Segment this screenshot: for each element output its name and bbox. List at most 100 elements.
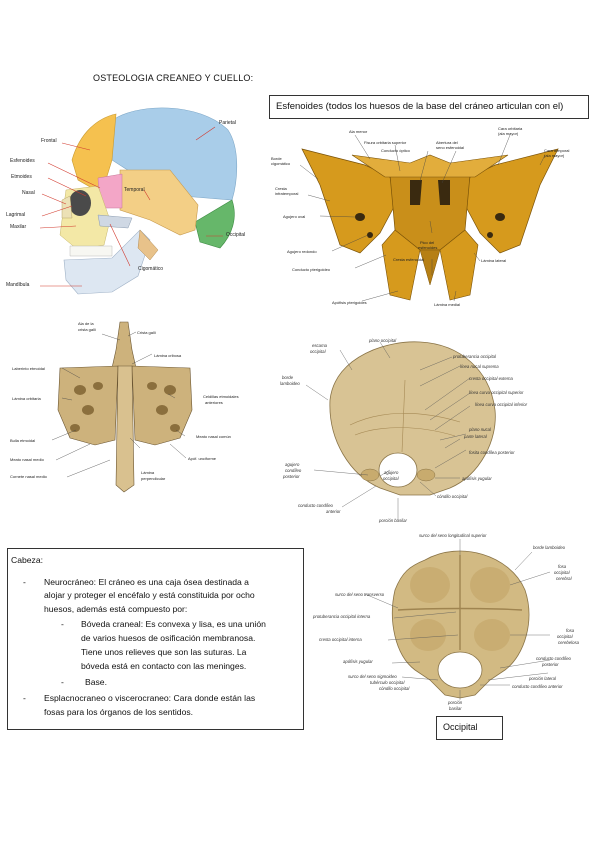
label-protuberancia: protuberancia occipital: [453, 354, 496, 359]
esplacno-line-2: fosas para los órganos de los sentidos.: [44, 707, 194, 717]
label-tuberculo: tubérculo occipital: [370, 680, 405, 685]
label-agujero-redondo: Agujero redondo: [287, 249, 317, 254]
boveda-line-1: Bóveda craneal: Es convexa y lisa, es un…: [81, 619, 266, 629]
neuro-line-3: huesos, además está compuesto por:: [44, 604, 188, 614]
label-ala-crista-1: Ala de la: [78, 321, 94, 326]
label-maxilar: Maxilar: [10, 224, 27, 230]
label-agujero-oval: Agujero oval: [283, 214, 306, 219]
label-nasal: Nasal: [22, 190, 35, 196]
label-cara-temporal-2: (ala mayor): [544, 153, 565, 158]
label-fosa-cerebelosa-3: cerebelosa: [558, 640, 580, 645]
label-fosa-cerebral-3: cerebral: [556, 576, 572, 581]
label-conducto-ant-2: anterior: [326, 509, 341, 514]
label-surco-sigmoideo: surco del seno sigmoideo: [348, 674, 397, 679]
ethmoid-illustration: [51, 321, 193, 493]
label-fosa-cerebral-1: fosa: [558, 564, 567, 569]
label-cresta-interna: cresta occipital interna: [319, 637, 362, 642]
label-apof-unciforme: Apóf. unciforme: [188, 456, 217, 461]
base-line: Base.: [85, 677, 107, 687]
boveda-line-4: bóveda está en contacto con las meninges…: [81, 661, 247, 671]
bullet-dash: -: [23, 693, 26, 703]
boveda-line-2: de varios huesos de osificación membrano…: [81, 633, 256, 643]
label-mandibula: Mandíbula: [6, 282, 30, 288]
neuro-line-2: alojar y proteger el encéfalo y está con…: [44, 590, 255, 600]
occipital-caption-box: Occipital: [436, 716, 503, 740]
label-conducto-optico: Conducto óptico: [381, 148, 410, 153]
label-lagrimal: Lagrimal: [6, 212, 26, 218]
ethmoid-figure: [0, 320, 270, 500]
label-fosa-cerebral-2: occipital: [554, 570, 570, 575]
label-agujero-post-1: agujero: [285, 462, 300, 467]
bullet-dash: -: [23, 577, 26, 587]
label-escama-1: escama: [312, 343, 328, 348]
label-agujero-post-3: posterior: [283, 474, 300, 479]
label-apofisis-yugular-int: apófisis yugular: [343, 659, 373, 664]
neuro-line-1: Neurocráneo: El cráneo es una caja ósea …: [44, 577, 249, 587]
bullet-dash: -: [61, 619, 64, 629]
label-fosa-cerebelosa-2: occipital: [557, 634, 573, 639]
esfenoides-title-box: Esfenoides (todos los huesos de la base …: [269, 95, 589, 119]
occipital-internal-figure: [310, 530, 599, 720]
label-conducto-anterior: conducto condíleo anterior: [512, 684, 563, 689]
label-fisura-orbitaria: Fisura orbitaria superior: [364, 140, 407, 145]
label-agujero-occ-2: occipital: [383, 476, 399, 481]
sphenoid-figure: [270, 125, 590, 315]
label-borde-1: Borde: [271, 156, 282, 161]
cabeza-textbox: Cabeza: - Neurocráneo: El cráneo es una …: [7, 548, 304, 730]
cabeza-heading: Cabeza:: [11, 555, 44, 565]
label-agujero-post-2: condíleo: [285, 468, 302, 473]
label-cigomatico: Cigomático: [138, 266, 164, 272]
label-linea-suprema: línea nucal suprema: [460, 364, 499, 369]
label-porcion-basilar-int-2: basilar: [449, 706, 462, 711]
label-abertura-2: seno esfenoidal: [436, 145, 465, 150]
label-surco-longitudinal: surco del seno longitudinal superior: [419, 533, 487, 538]
label-cresta-1: Cresta: [275, 186, 287, 191]
label-protuberancia-interna: protuberancia occipital interna: [313, 614, 371, 619]
occipital-external-illustration: [305, 341, 496, 520]
skull-illustration: [39, 107, 238, 295]
label-laberinto: Laberinto etmoidal: [12, 366, 45, 371]
label-parietal: Parietal: [219, 120, 236, 126]
occipital-external-figure: [280, 330, 599, 530]
label-borde-lamb-2: lamboideo: [280, 381, 300, 386]
label-cara-orbitaria-2: (ala mayor): [498, 131, 519, 136]
esplacno-line-1: Esplacnocraneo o viscerocraneo: Cara don…: [44, 693, 256, 703]
label-conducto-post-1: conducto condíleo: [536, 656, 571, 661]
label-ala-menor: Ala menor: [349, 129, 368, 134]
label-meato-medio: Meato nasal medio: [10, 457, 44, 462]
label-temporal: Temporal: [124, 187, 145, 193]
label-lamina-perp-2: perpendicular: [141, 476, 166, 481]
label-plano-nucal: plano nucal: [469, 427, 491, 432]
label-celdillas-1: Celdillas etmoidales: [203, 394, 239, 399]
label-pico-2: esfenoides: [418, 245, 438, 250]
label-ala-crista-2: crista galli: [78, 327, 96, 332]
label-meato-comun: Meato nasal común: [196, 434, 231, 439]
label-abertura-1: Abertura del: [436, 140, 458, 145]
bullet-dash: -: [61, 677, 64, 687]
label-escama-2: occipital: [310, 349, 326, 354]
label-conducto-ant-1: conducto condíleo: [298, 503, 333, 508]
label-borde-lamb-1: borde: [282, 375, 293, 380]
label-plano-occipital: plano occipital: [369, 338, 397, 343]
label-conducto-post-2: posterior: [542, 662, 559, 667]
label-lamina-medial: Lámina medial: [434, 302, 461, 307]
label-agujero-occ-1: agujero: [384, 470, 399, 475]
label-apofisis-yugular-ext: apófisis yugular: [462, 476, 492, 481]
label-curva-inferior: línea curva occipital inferior: [475, 402, 528, 407]
label-cara-orbitaria-1: Cara orbitaria: [498, 126, 523, 131]
label-cresta-esfenoidal: Cresta esfenoidal: [393, 257, 425, 262]
label-occipital: Occipital: [226, 232, 246, 238]
label-conducto-pterigoideo: Conducto pterigoideo: [292, 267, 331, 272]
label-lamina-orbitaria: Lámina orbitaria: [12, 396, 41, 401]
label-cara-temporal-1: Cara temporal: [544, 148, 570, 153]
label-cornete: Cornete nasal medio: [10, 474, 47, 479]
label-cresta-2: infratemporal: [275, 191, 299, 196]
sphenoid-illustration: [299, 134, 559, 302]
label-esfenoides: Esfenoides: [10, 158, 35, 164]
label-borde-2: cigomático: [271, 161, 291, 166]
label-porcion-lateral: porción lateral: [529, 676, 556, 681]
label-borde-lambdoideo: borde lamboideo: [533, 545, 566, 550]
label-cresta-externa: cresta occipital externa: [469, 376, 513, 381]
label-porcion-basilar-int-1: porción: [448, 700, 463, 705]
page-title: OSTEOLOGIA CREANEO Y CUELLO:: [93, 73, 254, 83]
